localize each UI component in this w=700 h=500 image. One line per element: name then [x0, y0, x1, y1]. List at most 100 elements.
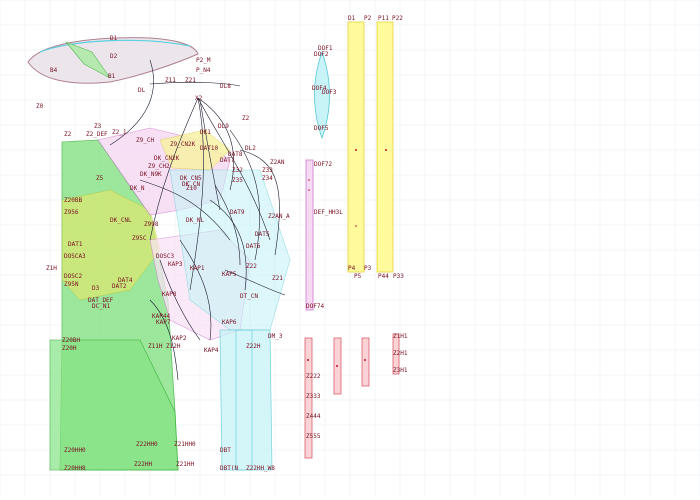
magenta-strip	[305, 159, 314, 311]
label-dk1: DK1	[200, 129, 211, 136]
cyan-lens	[314, 50, 330, 140]
label-dat10: DAT10	[200, 145, 218, 152]
label-dof4: DOF4	[312, 85, 327, 92]
label-z20h: Z20H	[62, 345, 77, 352]
red-strip-3	[361, 337, 370, 387]
marker-dot	[355, 149, 357, 151]
curve-8	[239, 149, 280, 256]
curve-13	[224, 269, 286, 296]
label-dl2: DL2	[245, 145, 256, 152]
label-dl9: DL9	[218, 123, 229, 130]
collar-cyan-edge	[39, 39, 191, 53]
label-dosca3: DOSCA3	[64, 253, 86, 260]
label-kap44: KAP44	[152, 313, 170, 320]
curve-4	[197, 97, 271, 241]
curve-3	[197, 97, 234, 191]
label-defhh3l: DEF_HH3L	[314, 209, 343, 216]
label-dkcnl: DK_CNL	[110, 217, 132, 224]
collar-piece	[27, 37, 199, 84]
label-z35: Z35	[232, 177, 243, 184]
label-dkn9k: DK_N9K	[140, 171, 162, 178]
label-kap3: KAP3	[168, 261, 183, 268]
label-z5: Z5	[96, 175, 104, 182]
label-p2-top: P2	[364, 15, 372, 22]
label-z22hh0: Z22HH0	[136, 441, 158, 448]
label-z11: Z11	[165, 77, 176, 84]
label-z956: Z956	[64, 209, 79, 216]
front-panel-lower	[49, 339, 179, 471]
curve-11	[159, 259, 201, 341]
label-z2an: Z2AN	[270, 159, 285, 166]
label-z22h: Z22H	[246, 343, 261, 350]
label-z444: Z444	[306, 413, 321, 420]
label-kap4: KAP4	[204, 347, 219, 354]
label-d3: D3	[92, 285, 100, 292]
label-z3h1: Z3H1	[393, 367, 408, 374]
label-dof72: DOF72	[314, 161, 332, 168]
yellow-patch-top	[159, 129, 231, 171]
label-dosc2: DOSC2	[64, 273, 82, 280]
marker-dot	[364, 359, 366, 361]
label-z95n: Z95N	[64, 281, 79, 288]
yellow-column-left	[347, 21, 365, 273]
label-z333: Z333	[306, 393, 321, 400]
label-kap1: KAP1	[190, 265, 205, 272]
marker-dot	[385, 149, 387, 151]
curve-16	[199, 99, 221, 211]
label-d1: D1	[110, 35, 118, 42]
red-strip-1	[304, 337, 313, 459]
label-dat2: DAT2	[112, 283, 127, 290]
label-dtcn: DT_CN	[240, 293, 258, 300]
label-z222: Z222	[306, 373, 321, 380]
cyan-strip-vertical	[219, 329, 273, 471]
label-p22-top: P22	[392, 15, 403, 22]
marker-dot	[307, 359, 309, 361]
label-p33-bot: P33	[393, 273, 404, 280]
label-z12h: Z12H	[166, 343, 181, 350]
label-z21: Z21	[185, 77, 196, 84]
label-dof3: DOF3	[322, 89, 337, 96]
label-dkcn5: DK_CN5	[180, 175, 202, 182]
label-dkcn: DK_CN	[182, 181, 200, 188]
label-z32: Z32	[232, 167, 243, 174]
label-dat7: DAT7	[220, 157, 235, 164]
curve-15	[214, 184, 241, 266]
label-x2: X2	[195, 95, 203, 102]
curve-6	[149, 97, 199, 241]
label-pn4: P_N4	[196, 67, 211, 74]
cyan-strip-inner	[235, 329, 253, 471]
label-dm3: DM_3	[268, 333, 283, 340]
label-datdef: DAT_DEF	[88, 297, 114, 304]
curve-7	[229, 129, 260, 261]
marker-dot	[308, 189, 310, 191]
marker-dot	[336, 365, 338, 367]
label-kap7: KAP7	[156, 319, 171, 326]
label-z11h: Z11H	[148, 343, 163, 350]
shapes-layer	[27, 21, 400, 471]
label-z95c: Z95C	[132, 235, 147, 242]
label-dcn1: DC_N1	[92, 303, 110, 310]
red-strip-4	[392, 333, 400, 375]
label-dat9: DAT9	[230, 209, 245, 216]
label-dat1: DAT1	[68, 241, 83, 248]
labels-layer: Z0 D1 D2 B4 B1 DL Z11 Z21 P2_M P_N4 DL8 …	[36, 15, 408, 472]
label-p3-bot: P3	[364, 265, 372, 272]
label-b4: B4	[50, 67, 58, 74]
label-kap6: KAP6	[222, 319, 237, 326]
label-d1-top: D1	[348, 15, 356, 22]
label-z22hhw: Z22HH_W8	[246, 465, 275, 472]
label-dof2: DOF2	[314, 51, 329, 58]
label-kap5: KAP5	[222, 271, 237, 278]
label-z9cn2k: Z9_CN2K	[170, 141, 196, 148]
connector-lines	[109, 59, 286, 381]
label-z21hh0: Z21HH0	[174, 441, 196, 448]
label-dbtn: DBT(N	[220, 465, 238, 472]
label-z2def: Z2_DEF	[86, 131, 108, 138]
label-z3: Z3	[94, 123, 102, 130]
label-dof5: DOF5	[314, 125, 329, 132]
marker-dot	[355, 225, 357, 227]
label-dat5: DAT5	[255, 231, 270, 238]
curve-5	[189, 97, 204, 291]
